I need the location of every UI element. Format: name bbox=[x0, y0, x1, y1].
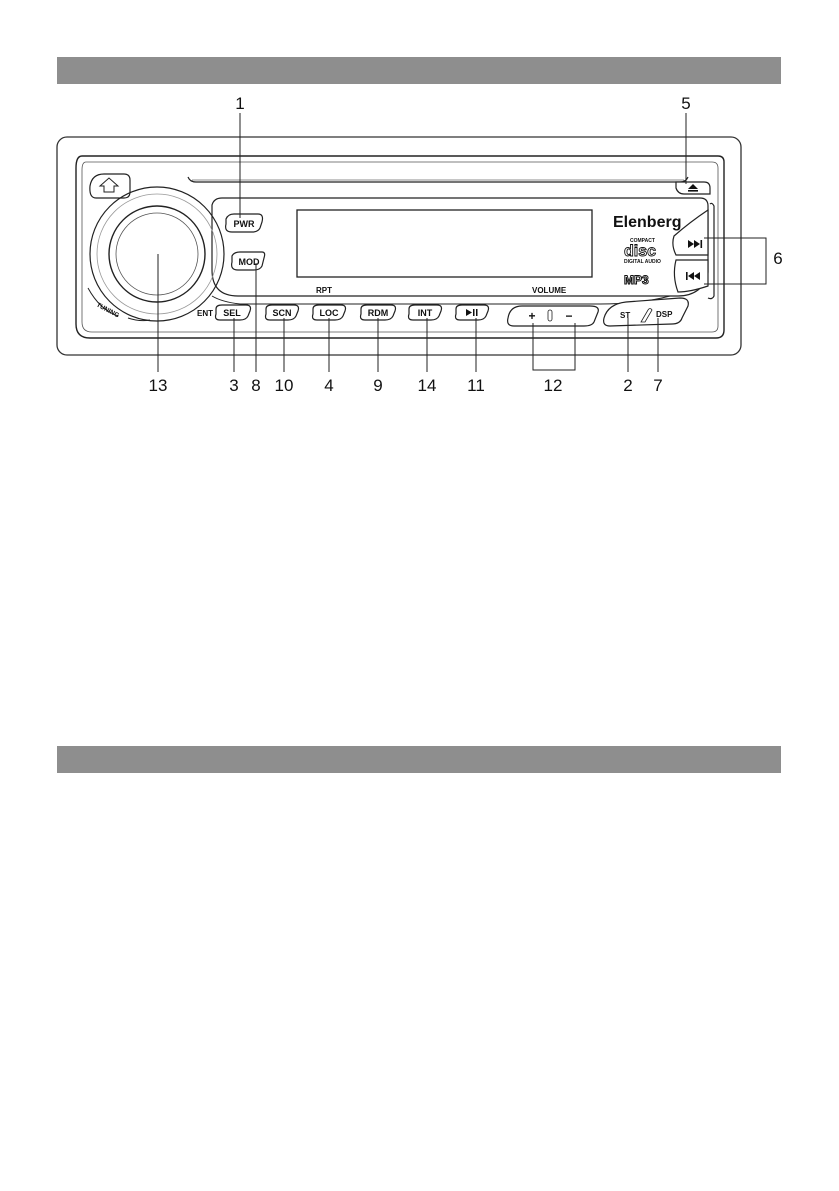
mp3-logo: MP3 bbox=[624, 273, 649, 287]
skip-forward-button[interactable] bbox=[672, 208, 709, 256]
sel-button[interactable]: SEL bbox=[214, 304, 252, 321]
callout-10: 10 bbox=[275, 376, 294, 395]
release-button[interactable] bbox=[89, 173, 131, 199]
svg-text:disc: disc bbox=[624, 243, 656, 260]
callout-6: 6 bbox=[773, 249, 782, 268]
outer-frame bbox=[56, 136, 742, 356]
svg-text:DIGITAL AUDIO: DIGITAL AUDIO bbox=[624, 259, 661, 265]
skip-forward-icon bbox=[688, 240, 703, 248]
svg-text:PWR: PWR bbox=[234, 219, 255, 229]
play-pause-button[interactable] bbox=[454, 304, 490, 321]
dsp-label: DSP bbox=[656, 310, 673, 319]
callout-11: 11 bbox=[467, 376, 485, 395]
release-arrow-icon bbox=[98, 177, 120, 193]
right-edge-curve bbox=[707, 202, 715, 300]
callout-3: 3 bbox=[229, 376, 238, 395]
brand-logo: Elenberg bbox=[613, 214, 681, 231]
ent-label: ENT bbox=[197, 309, 213, 318]
st-dsp-button[interactable]: ST DSP bbox=[603, 297, 689, 327]
svg-text:RDM: RDM bbox=[368, 308, 389, 318]
rdm-button[interactable]: RDM bbox=[359, 304, 397, 321]
lcd-display bbox=[296, 209, 593, 278]
svg-text:TUNING: TUNING bbox=[95, 302, 120, 320]
volume-rocker[interactable]: + − bbox=[507, 305, 599, 327]
pwr-button[interactable]: PWR bbox=[225, 213, 264, 233]
loc-button[interactable]: LOC bbox=[311, 304, 347, 321]
svg-text:MOD: MOD bbox=[239, 257, 260, 267]
scn-button[interactable]: SCN bbox=[264, 304, 300, 321]
eject-button[interactable] bbox=[675, 181, 711, 195]
int-button[interactable]: INT bbox=[407, 304, 443, 321]
callout-4: 4 bbox=[324, 376, 333, 395]
section-header-bar-top bbox=[57, 57, 781, 84]
cd-slot bbox=[187, 176, 689, 183]
section-header-bar-bottom bbox=[57, 746, 781, 773]
callout-5: 5 bbox=[681, 94, 690, 113]
svg-text:SEL: SEL bbox=[223, 308, 241, 318]
st-dsp-divider bbox=[640, 308, 653, 323]
faceplate bbox=[75, 155, 725, 339]
callout-2: 2 bbox=[623, 376, 632, 395]
volume-label: VOLUME bbox=[532, 286, 567, 295]
rpt-label: RPT bbox=[316, 286, 332, 295]
button-strip-contour bbox=[211, 295, 671, 305]
eject-icon bbox=[688, 184, 698, 192]
leader-lines bbox=[157, 113, 767, 372]
mod-button[interactable]: MOD bbox=[231, 251, 266, 271]
skip-back-icon bbox=[686, 272, 700, 280]
callout-12: 12 bbox=[544, 376, 563, 395]
svg-text:LOC: LOC bbox=[320, 308, 339, 318]
st-label: ST bbox=[620, 311, 630, 320]
volume-rocker-divider bbox=[547, 309, 553, 322]
svg-text:SCN: SCN bbox=[272, 308, 291, 318]
callout-1: 1 bbox=[235, 94, 244, 113]
svg-text:INT: INT bbox=[418, 308, 433, 318]
callout-9: 9 bbox=[373, 376, 382, 395]
volume-tuning-knob[interactable] bbox=[89, 186, 225, 322]
volume-minus-button[interactable]: − bbox=[565, 309, 572, 323]
callout-14: 14 bbox=[418, 376, 437, 395]
callout-13: 13 bbox=[149, 376, 168, 395]
volume-plus-button[interactable]: + bbox=[528, 309, 535, 323]
disc-logo: COMPACT disc DIGITAL AUDIO bbox=[624, 238, 661, 265]
callout-8: 8 bbox=[251, 376, 260, 395]
skip-back-button[interactable] bbox=[673, 259, 709, 293]
callout-7: 7 bbox=[653, 376, 662, 395]
faceplate-inner-edge bbox=[81, 161, 719, 333]
play-pause-icon bbox=[466, 309, 478, 316]
svg-text:COMPACT: COMPACT bbox=[630, 238, 655, 244]
